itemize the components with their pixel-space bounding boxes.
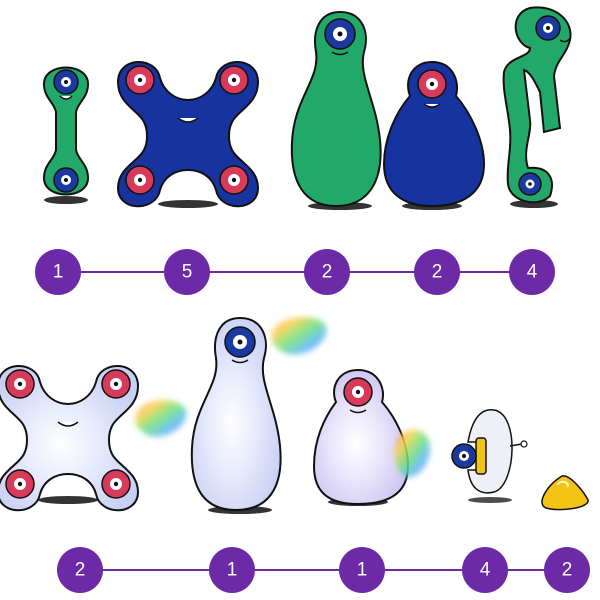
bottom-count-line: 2 1 1 4 2 (57, 547, 590, 593)
count-label: 2 (432, 262, 443, 283)
count-badge: 4 (462, 547, 508, 593)
count-badge: 2 (304, 249, 350, 295)
count-label: 1 (227, 560, 238, 581)
count-label: 1 (357, 560, 368, 581)
count-label: 2 (322, 262, 333, 283)
count-badge: 1 (339, 547, 385, 593)
count-badge: 4 (509, 249, 555, 295)
side-view-saucer-creature-icon (451, 409, 528, 503)
green-dumbbell-creature-icon (42, 66, 90, 204)
twisted-green-ribbon-creature-icon (502, 6, 572, 208)
eye-icon (101, 469, 131, 499)
count-label: 5 (182, 262, 193, 283)
yellow-slime-drop-icon (541, 475, 589, 511)
eye-icon (219, 65, 249, 95)
rainbow-sparkle-icon (394, 429, 430, 478)
count-badge: 5 (164, 249, 210, 295)
rainbow-sparkle-icon (134, 399, 187, 437)
round-blue-blob-creature-icon (382, 60, 486, 210)
count-badge: 2 (544, 547, 590, 593)
eye-icon (5, 469, 35, 499)
count-badge: 1 (209, 547, 255, 593)
eye-icon (101, 369, 131, 399)
count-label: 1 (53, 262, 64, 283)
count-badge: 2 (57, 547, 103, 593)
eye-icon (5, 369, 35, 399)
count-badge: 1 (35, 249, 81, 295)
count-label: 2 (75, 560, 86, 581)
count-label: 4 (480, 560, 491, 581)
eye-icon (125, 165, 155, 195)
count-label: 4 (527, 262, 538, 283)
eye-icon (219, 165, 249, 195)
count-badge: 2 (414, 249, 460, 295)
top-count-line: 1 5 2 2 4 (35, 249, 555, 295)
tall-green-blob-creature-icon (290, 10, 382, 210)
blue-four-eyed-x-creature-icon (116, 61, 260, 208)
tall-glassy-blob-creature-icon (190, 316, 282, 514)
count-label: 2 (562, 560, 573, 581)
glassy-four-eyed-x-creature-icon (0, 365, 140, 512)
round-glassy-blob-creature-icon (312, 368, 410, 506)
eye-icon (125, 65, 155, 95)
rainbow-sparkle-icon (270, 316, 327, 355)
